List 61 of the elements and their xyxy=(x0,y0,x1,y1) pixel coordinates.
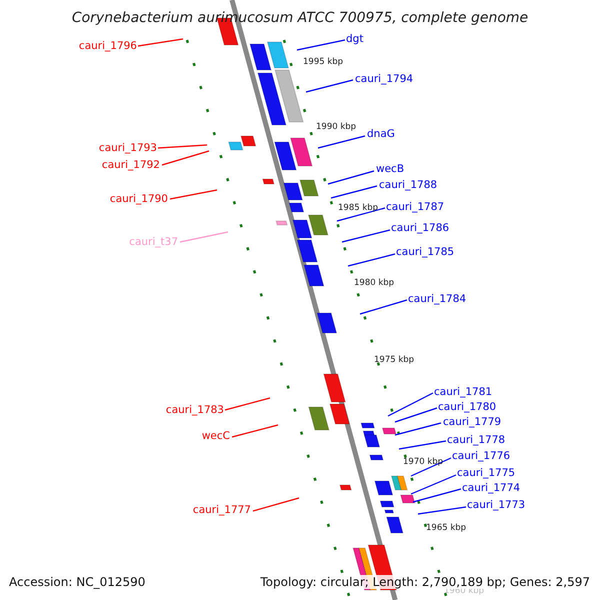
gene-label: cauri_1788 xyxy=(379,179,438,191)
gene-label: cauri_1781 xyxy=(434,386,492,398)
leader-line xyxy=(410,457,452,477)
gene-label: cauri_1790 xyxy=(110,193,168,205)
footer-text: Accession: NC_012590 xyxy=(9,575,146,589)
leader-line xyxy=(336,207,386,222)
leader-line xyxy=(328,170,374,185)
scale-tick-label: 1965 kbp xyxy=(426,523,466,533)
footer-text: Topology: circular; Length: 2,790,189 bp; Genes: 2,597 xyxy=(260,575,590,589)
scale-tick-label: 1960 kbp xyxy=(444,586,484,596)
gene-label: wecB xyxy=(376,163,404,175)
leader-line xyxy=(360,299,408,315)
gene-label: cauri_1783 xyxy=(166,404,224,416)
leader-line xyxy=(394,407,438,423)
gene-label: cauri_1777 xyxy=(192,504,251,516)
leader-line xyxy=(394,422,442,436)
scale-tick-label: 1980 kbp xyxy=(354,278,394,288)
leader-line xyxy=(398,440,446,450)
leader-line xyxy=(418,506,466,515)
leader-line xyxy=(330,185,378,199)
gene-label: dnaG xyxy=(367,128,395,140)
scale-tick-label: 1995 kbp xyxy=(303,57,344,67)
leader-line xyxy=(232,424,278,438)
gene-label: dgt xyxy=(346,33,364,45)
leader-line xyxy=(410,474,456,495)
gene-label: cauri_1785 xyxy=(396,246,454,258)
leader-line xyxy=(348,253,396,267)
gene-label: cauri_1792 xyxy=(102,159,160,171)
scale-tick-label: 1985 kbp xyxy=(338,203,378,213)
gene-label: cauri_1794 xyxy=(355,73,414,85)
leader-line xyxy=(224,397,270,411)
gene-label: cauri_t37 xyxy=(129,236,178,248)
leader-line xyxy=(180,231,228,243)
leader-line xyxy=(388,392,434,417)
leader-line xyxy=(162,150,210,166)
gene-label: cauri_1796 xyxy=(78,40,137,52)
scale-tick-label: 1975 kbp xyxy=(374,355,414,365)
gene-label: wecC xyxy=(202,430,230,442)
gene-label: cauri_1774 xyxy=(462,482,520,494)
leader-line xyxy=(306,79,354,93)
gene-label: cauri_1776 xyxy=(452,450,510,462)
gene-label: cauri_1775 xyxy=(457,467,516,479)
gene-label: cauri_1787 xyxy=(386,201,444,213)
leader-line xyxy=(252,497,300,512)
leader-line xyxy=(170,189,218,200)
scale-tick-label: 1990 kbp xyxy=(316,122,356,132)
gene-label: cauri_1780 xyxy=(438,401,496,413)
leader-line xyxy=(412,488,462,503)
gene-label: cauri_1793 xyxy=(98,142,157,154)
leader-line xyxy=(138,38,184,47)
gene-label: cauri_1773 xyxy=(467,499,526,511)
scale-tick-label: 1970 kbp xyxy=(403,457,444,467)
leader-line xyxy=(296,39,346,51)
gene-label: cauri_1786 xyxy=(391,222,450,234)
gene-label: cauri_1779 xyxy=(443,416,502,428)
gene-label: cauri_1784 xyxy=(408,293,466,305)
leader-line xyxy=(318,135,366,149)
title: Corynebacterium aurimucosum ATCC 700975, complete genome xyxy=(70,10,530,26)
leader-line xyxy=(342,229,390,243)
leader-line xyxy=(158,144,208,149)
gene-label: cauri_1778 xyxy=(447,434,506,446)
